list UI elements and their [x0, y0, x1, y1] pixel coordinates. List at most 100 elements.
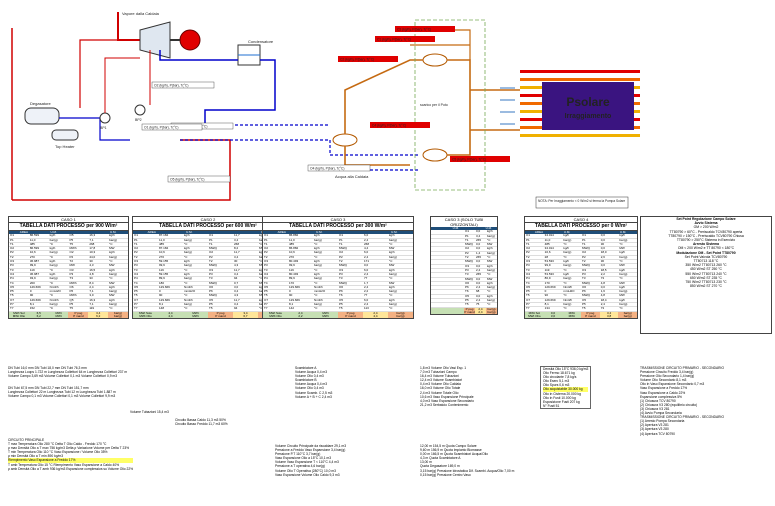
density-row: N° Fusti 51: [543, 403, 560, 408]
primary-block: TRASMISSIONE CIRCUITO PRIMARIO - SECONDA…: [640, 366, 724, 436]
label-o1: O1 (kg/h), P(bar), T(°C): [144, 126, 178, 130]
heat-exchanger-2: [422, 53, 448, 67]
table-cell: 11,7: [234, 234, 240, 238]
totals-cell: [453, 310, 464, 315]
table-cell: O4: [264, 272, 269, 276]
label-c4: C4 (kg/h), P(bar), T(°C): [372, 124, 406, 128]
case-header-cell: AREA: [19, 230, 28, 234]
table-cell: kg/h: [389, 268, 395, 272]
table-cell: 129.669: [159, 285, 170, 289]
table-cell: O2: [264, 247, 269, 251]
primary-title-2: TRASMISSIONE CIRCUITO PRIMARIO - SECONDA…: [640, 415, 725, 420]
case-header-cell: U.M.: [485, 226, 492, 230]
table-cell: [431, 239, 442, 242]
table-cell: [431, 252, 442, 255]
table-cell: °C: [314, 268, 318, 272]
table-cell: °C: [314, 307, 318, 311]
totals-cell: [431, 310, 442, 315]
table-cell: °C: [184, 294, 188, 298]
table-cell: kg/h: [314, 260, 320, 264]
table-cell: 34.014: [544, 234, 554, 238]
table-cell: °C: [314, 294, 318, 298]
table-cell: MW(t): [339, 281, 348, 285]
totals-cell: bar(g): [108, 311, 128, 315]
table-cell: bar(g): [487, 268, 496, 272]
table-cell: P6: [582, 290, 586, 294]
table-cell: T5: [69, 307, 73, 311]
block-row: Vaso Espansione Volume Olio Caldo 9,3 m3: [275, 472, 340, 477]
table-cell: 30: [89, 260, 93, 264]
table-cell: T3: [526, 268, 530, 272]
table-cell: 86.882: [289, 247, 299, 251]
case-header-cell: U.M.: [452, 226, 459, 230]
table-cell: 2,4: [89, 285, 94, 289]
table-cell: P3: [209, 272, 213, 276]
table-cell: kg/h: [49, 247, 56, 251]
table-cell: T5: [339, 307, 343, 311]
table-cell: O3: [582, 268, 587, 272]
table-cell: 86.599: [29, 247, 40, 251]
table-cell: P2: [526, 251, 530, 255]
table-cell: 1,4: [476, 251, 481, 255]
block-row: 12,4 m3 Volume Scambiatori: [420, 378, 463, 383]
table-cell: [453, 299, 464, 302]
table-cell: 129.669: [159, 298, 170, 302]
table-cell: 11,0: [159, 238, 165, 242]
table-cell: T1: [526, 242, 530, 246]
totals-cell: 2,4: [288, 311, 313, 315]
totals-cell: P mand: [68, 314, 89, 319]
table-cell: bar(g): [619, 290, 628, 294]
table-cell: T4: [264, 281, 268, 285]
table-cell: 4,3: [234, 294, 239, 298]
avvio-line-2: TT80790 > 150°C - Preriscaldo TCV80790 C…: [668, 233, 744, 238]
table-cell: kg/h: [619, 298, 626, 302]
table-cell: P2: [134, 251, 138, 255]
table-cell: P3: [134, 264, 138, 268]
table-cell: P1: [10, 238, 14, 242]
table-cell: bar(g): [49, 264, 58, 268]
table-cell: °C: [389, 277, 393, 281]
table-cell: P3: [526, 264, 530, 268]
table-cell: O7: [134, 298, 139, 302]
table-cell: Nm3/h: [563, 298, 573, 302]
table-cell: [453, 278, 464, 281]
table-cell: 268: [234, 242, 240, 246]
table-cell: 6,0: [364, 268, 369, 272]
table-cell: P4: [134, 277, 138, 281]
table-cell: °C: [619, 277, 623, 281]
block-row: Volume Tubazioni 15,4 m3: [130, 410, 169, 414]
case-title: TABELLA DATI PROCESSO per 600 W/m²: [133, 222, 283, 231]
table-cell: 2,2: [364, 290, 369, 294]
table-cell: mmH2O: [184, 290, 196, 294]
table-cell: MW: [258, 247, 283, 250]
table-cell: MW: [258, 294, 283, 297]
table-cell: °C: [49, 255, 54, 259]
table-cell: [442, 269, 453, 272]
table-cell: 11,0: [544, 238, 551, 242]
table-cell: kg/h: [314, 247, 320, 251]
case-header-cell: U.M.: [316, 230, 323, 234]
table-cell: T2: [134, 255, 138, 259]
table-cell: O5: [10, 285, 15, 289]
table-cell: 7,1: [89, 238, 94, 242]
table-cell: °C: [389, 242, 393, 246]
table-cell: mmH2O: [314, 290, 326, 294]
table-cell: °C: [389, 294, 393, 298]
block-row: TRASMISSIONE CIRCUITO PRIMARIO - SECONDA…: [640, 366, 725, 370]
return-line-dashed: [180, 139, 420, 156]
table-cell: 2,4: [600, 303, 605, 307]
table-cell: 485: [29, 242, 35, 246]
table-cell: kg/h: [258, 234, 283, 237]
table-cell: O6: [209, 285, 214, 289]
mod-row: 550 W/m2 TT80713 240 °C: [685, 271, 727, 276]
